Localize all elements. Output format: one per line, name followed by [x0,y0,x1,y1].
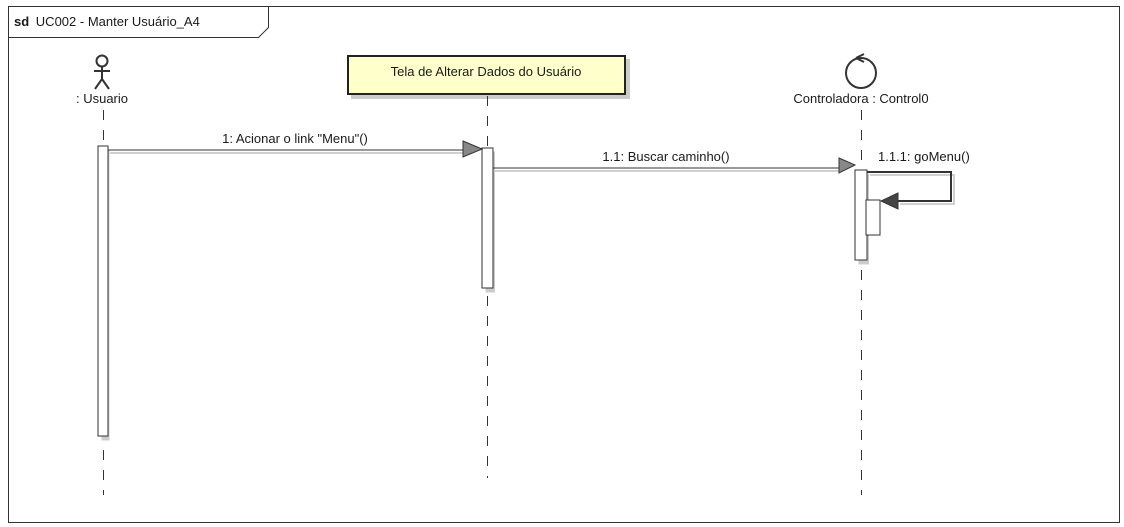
lifeline-tela: Tela de Alterar Dados do Usuário [347,55,626,478]
message-gomenu: 1.1.1: goMenu() [867,149,970,210]
lifeline-label-usuario: : Usuario [76,91,128,106]
diagram-frame: sd UC002 - Manter Usuário_A4 [8,6,1120,523]
message-label-1-1: 1.1: Buscar caminho() [602,149,729,164]
activation-bar-controladora-nested [865,199,881,236]
control-icon [845,53,877,89]
arrowhead-icon [879,192,899,210]
message-label-1-1-1: 1.1.1: goMenu() [878,149,970,164]
actor-icon [94,54,110,90]
arrowhead-icon [838,157,857,174]
frame-title: sd UC002 - Manter Usuário_A4 [14,14,200,29]
message-buscar-caminho: 1.1: Buscar caminho() [493,149,857,174]
lifeline-label-controladora: Controladora : Control0 [793,91,928,106]
lifeline-label-tela: Tela de Alterar Dados do Usuário [391,64,582,79]
activation-bar-usuario [97,145,109,437]
lifeline-controladora: Controladora : Control0 [793,53,929,495]
message-acionar-link-menu: 1: Acionar o link "Menu"() [108,131,484,158]
arrowhead-icon [462,140,484,158]
activation-bar-controladora [854,169,868,261]
activation-bar-tela [481,147,494,289]
lifeline-head-tela [347,55,626,95]
message-label-1: 1: Acionar o link "Menu"() [222,131,368,146]
lifeline-usuario: : Usuario [76,54,128,495]
